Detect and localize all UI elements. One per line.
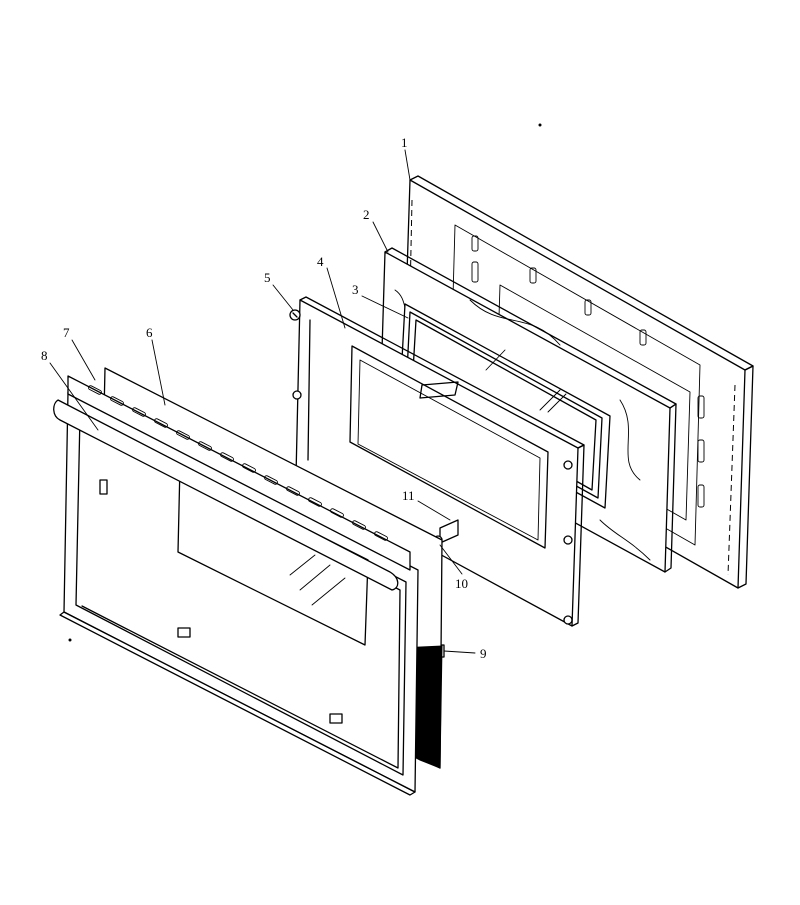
leader-lines [49, 149, 476, 654]
callout-6: 6 [146, 325, 153, 340]
callout-9: 9 [480, 646, 487, 661]
callout-labels: 1 2 3 4 5 6 7 8 9 10 11 [41, 135, 487, 661]
part-8-door-frame [59, 391, 419, 796]
callout-11: 11 [402, 488, 415, 503]
callout-2: 2 [363, 207, 370, 222]
scan-specks [68, 123, 542, 642]
part-1-slots [471, 235, 705, 508]
callout-3: 3 [352, 282, 359, 297]
callout-7: 7 [63, 325, 70, 340]
part-4-inner-panel [292, 296, 585, 627]
part-5-screw [289, 309, 301, 321]
callout-10: 10 [455, 576, 468, 591]
callout-5: 5 [264, 270, 271, 285]
callout-1: 1 [401, 135, 408, 150]
callout-8: 8 [41, 348, 48, 363]
callout-4: 4 [317, 254, 324, 269]
part-7-vent-slots [88, 385, 388, 541]
